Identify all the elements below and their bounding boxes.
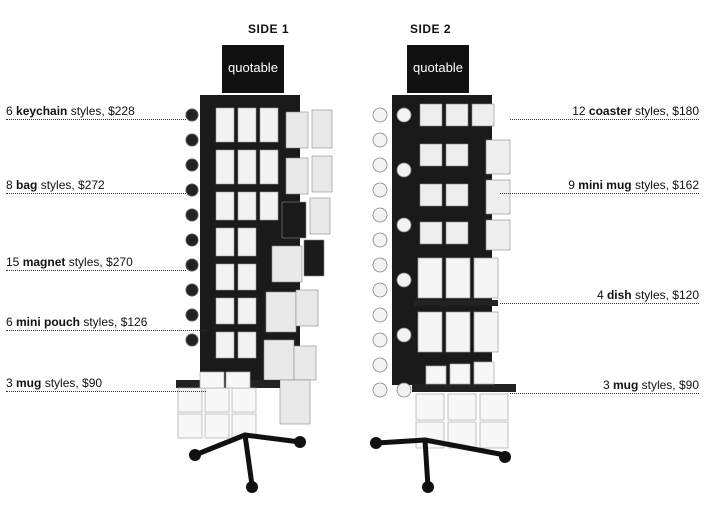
side-2-label-mini-mug: 9 mini mug styles, $162 [568,178,699,192]
side-1-label-bag: 8 bag styles, $272 [6,178,105,192]
side-1-display [176,45,333,493]
side-2-sign-text: quotable [413,60,463,75]
side-1-title: SIDE 1 [248,22,290,36]
side-1-leader-line [6,330,206,331]
side-2-leader-line [500,303,699,304]
side-2-label-dish: 4 dish styles, $120 [596,288,699,302]
side-1-label-mini-pouch: 6 mini pouch styles, $126 [6,315,148,329]
side-1-leader-line [6,391,206,392]
side-2-leader-line [500,193,699,194]
side-2-display [370,45,516,493]
side-1-leader-line [6,270,186,271]
side-1-leader-line [6,119,186,120]
side-1-label-magnet: 15 magnet styles, $270 [6,255,133,269]
side-1-leader-line [6,193,186,194]
side-2-label-coaster: 12 coaster styles, $180 [572,104,699,118]
side-2-leader-line [510,393,699,394]
side-1-label-keychain: 6 keychain styles, $228 [6,104,135,118]
side-2-leader-line [510,119,699,120]
side-2-title: SIDE 2 [410,22,452,36]
side-2-label-mug: 3 mug styles, $90 [602,378,699,392]
side-1-sign-text: quotable [228,60,278,75]
side-1-label-mug: 3 mug styles, $90 [6,376,103,390]
